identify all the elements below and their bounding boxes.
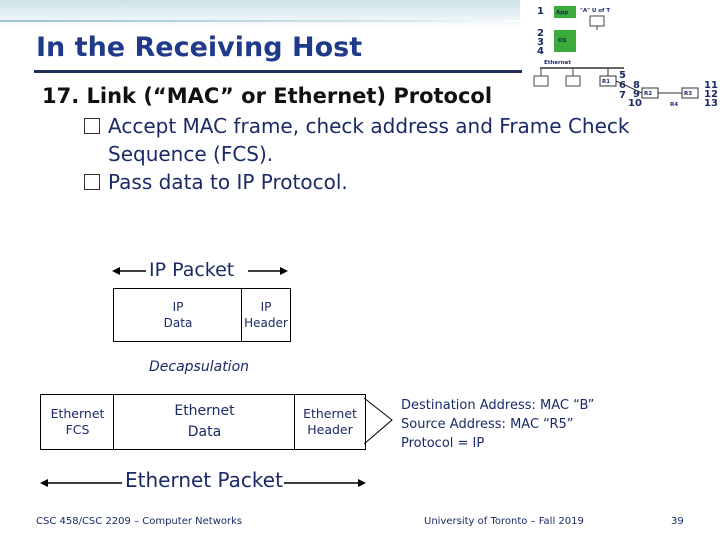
footer-university: University of Toronto – Fall 2019 xyxy=(424,516,584,527)
layer-num-13: 13 xyxy=(704,98,718,108)
router-r3-label: R3 xyxy=(684,91,692,97)
header-swoosh-line xyxy=(0,20,520,22)
network-diagram: App OS "A" U of T 1 2 3 4 Ethernet R1 5 … xyxy=(522,0,720,109)
ip-header-label-2: Header xyxy=(244,316,288,330)
computer-icon xyxy=(565,68,581,87)
title-underline xyxy=(34,70,534,73)
header-pointer-arrow xyxy=(363,392,400,454)
os-layer-box xyxy=(554,30,576,52)
layer-num-8: 8 xyxy=(633,80,640,91)
ethernet-packet-right-arrow xyxy=(284,474,366,493)
ethernet-data-label-1: Ethernet xyxy=(174,403,235,419)
ip-packet-left-arrow xyxy=(112,262,146,281)
app-label: App xyxy=(556,10,568,16)
ip-packet-label: IP Packet xyxy=(149,259,235,281)
ethernet-data-box: Ethernet Data xyxy=(113,394,296,450)
section-heading: 17. Link (“MAC” or Ethernet) Protocol xyxy=(42,84,493,108)
header-swoosh xyxy=(0,0,520,28)
layer-num-11: 11 xyxy=(704,80,718,91)
computer-icon xyxy=(533,68,549,87)
layer-num-1: 1 xyxy=(537,6,544,17)
bullet-text: Accept MAC frame, check address and Fram… xyxy=(108,114,630,138)
ethernet-packet-left-arrow xyxy=(40,474,122,493)
ethernet-fcs-label-2: FCS xyxy=(65,422,90,437)
computer-icon xyxy=(589,15,605,30)
ip-packet-right-arrow xyxy=(248,262,288,281)
bullet-item: Pass data to IP Protocol. xyxy=(84,168,348,196)
router-r4-label: R4 xyxy=(670,102,678,108)
bullet-text: Pass data to IP Protocol. xyxy=(108,170,348,194)
checkbox-bullet-icon xyxy=(84,118,100,134)
protocol-field: Protocol = IP xyxy=(401,436,485,451)
bullet-item: Accept MAC frame, check address and Fram… xyxy=(84,112,629,140)
source-address: Source Address: MAC “R5” xyxy=(401,417,574,432)
ethernet-header-box: Ethernet Header xyxy=(294,394,366,450)
ethernet-data-label-2: Data xyxy=(187,424,222,440)
layer-num-12: 12 xyxy=(704,89,718,100)
decapsulation-label: Decapsulation xyxy=(149,359,250,375)
ethernet-fcs-box: Ethernet FCS xyxy=(40,394,115,450)
layer-num-3: 3 xyxy=(537,37,544,48)
address-details: Destination Address: MAC “B” Source Addr… xyxy=(401,396,594,453)
ip-data-label-1: IP xyxy=(172,300,184,314)
os-label: OS xyxy=(558,38,567,44)
bullet-continuation: Sequence (FCS). xyxy=(108,142,274,166)
ethernet-header-label-1: Ethernet xyxy=(303,406,357,421)
router-r2-label: R2 xyxy=(644,91,652,97)
app-layer-box xyxy=(554,6,576,18)
ip-data-label-2: Data xyxy=(163,316,193,330)
ethernet-header-label-2: Header xyxy=(307,422,353,437)
router-r1-label: R1 xyxy=(602,79,610,85)
ethernet-fcs-label-1: Ethernet xyxy=(50,406,105,421)
ip-data-box: IP Data xyxy=(113,288,243,342)
ethernet-packet-label: Ethernet Packet xyxy=(125,468,283,492)
ip-header-box: IP Header xyxy=(241,288,291,342)
layer-num-10: 10 xyxy=(628,98,642,108)
layer-num-7: 7 xyxy=(619,90,626,101)
layer-num-6: 6 xyxy=(619,80,626,91)
layer-num-5: 5 xyxy=(619,70,626,81)
destination-address: Destination Address: MAC “B” xyxy=(401,398,595,413)
checkbox-bullet-icon xyxy=(84,174,100,190)
page-number: 39 xyxy=(671,516,684,527)
layer-num-2: 2 xyxy=(537,28,544,39)
diagram-tag: "A" U of T xyxy=(580,8,610,14)
ip-header-label-1: IP xyxy=(260,300,272,314)
page-title: In the Receiving Host xyxy=(36,32,363,63)
footer-course: CSC 458/CSC 2209 – Computer Networks xyxy=(36,516,243,527)
ethernet-bus-label: Ethernet xyxy=(544,60,571,66)
layer-num-4: 4 xyxy=(537,46,544,57)
layer-num-9: 9 xyxy=(633,89,640,100)
